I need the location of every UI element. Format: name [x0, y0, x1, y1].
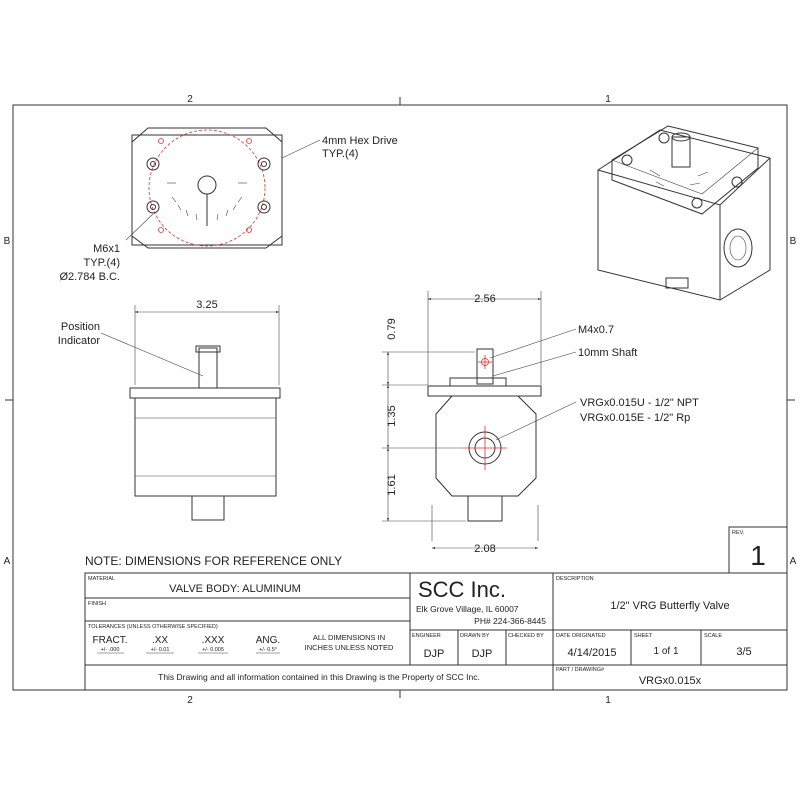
rev-value: 1	[750, 540, 766, 571]
material-label: MATERIAL	[88, 576, 115, 582]
zone-bottom-1: 1	[605, 695, 611, 706]
dim-width-side-top: 2.56	[474, 293, 495, 305]
callout-position-line2: Indicator	[58, 335, 101, 347]
drawn-by-label: DRAWN BY	[460, 633, 490, 639]
zone-top-1: 1	[605, 94, 611, 105]
company-name: SCC Inc.	[418, 577, 506, 602]
description-value: 1/2" VRG Butterfly Valve	[610, 600, 729, 612]
dim-height-mid: 1.35	[386, 405, 398, 426]
tol-fract-header: FRACT.	[93, 635, 128, 646]
top-view: 4mm Hex Drive TYP.(4) M6x1 TYP.(4) Ø2.78…	[59, 127, 398, 283]
sheet-value: 1 of 1	[653, 646, 678, 657]
callout-m4: M4x0.7	[578, 324, 614, 336]
drawn-by-value: DJP	[472, 648, 493, 660]
position-scale-marks	[167, 182, 247, 221]
tol-ang-value: +/- 0.5°	[259, 647, 277, 653]
all-dims-line1: ALL DIMENSIONS IN	[313, 633, 385, 642]
callout-vrg-e: VRGx0.015E - 1/2" Rp	[580, 412, 690, 424]
sheet-label: SHEET	[634, 633, 653, 639]
property-note: This Drawing and all information contain…	[158, 672, 480, 682]
zone-labels: 2 1 2 1 B A B A	[4, 94, 797, 706]
part-label: PART / DRAWING#	[556, 667, 605, 673]
rev-label: REV.	[732, 530, 745, 536]
mounting-holes	[146, 138, 271, 233]
date-value: 4/14/2015	[568, 647, 617, 659]
zone-left-b: B	[4, 236, 11, 247]
callout-m6-line1: M6x1	[93, 243, 120, 255]
zone-top-2: 2	[187, 94, 193, 105]
tol-ang-header: ANG.	[256, 635, 280, 646]
tol-fract-value: +/- .000	[101, 647, 120, 653]
dim-height-low: 1.61	[386, 474, 398, 495]
dim-width-front: 3.25	[196, 299, 217, 311]
front-view: 3.25 Position Indicator	[58, 299, 281, 521]
side-view: 2.56 2.08 0.79 1.35 1.61 M4x0.7 10mm Sha…	[382, 291, 699, 555]
title-block: REV. 1 MATERIAL VALVE BODY: ALUMINUM FIN…	[84, 526, 788, 691]
dim-height-shaft: 0.79	[386, 318, 398, 339]
callout-position-line1: Position	[61, 321, 100, 333]
engineer-value: DJP	[424, 648, 445, 660]
engineer-label: ENGINEER	[412, 633, 441, 639]
description-label: DESCRIPTION	[556, 576, 594, 582]
tol-xx-header: .XX	[152, 635, 168, 646]
callout-hex-drive-line1: 4mm Hex Drive	[322, 135, 398, 147]
tol-xxx-value: +/- 0.005	[202, 647, 224, 653]
tol-xx-value: +/- 0.01	[151, 647, 170, 653]
part-value: VRGx0.015x	[639, 675, 702, 687]
material-value: VALVE BODY: ALUMINUM	[169, 583, 301, 595]
scale-label: SCALE	[704, 633, 722, 639]
zone-right-a: A	[790, 556, 797, 567]
callout-m6-line3: Ø2.784 B.C.	[59, 271, 120, 283]
tol-xxx-header: .XXX	[202, 635, 225, 646]
zone-left-a: A	[4, 556, 11, 567]
isometric-view	[597, 125, 771, 301]
date-label: DATE ORIGINATED	[556, 633, 606, 639]
callout-shaft: 10mm Shaft	[578, 347, 637, 359]
dim-width-side-bottom: 2.08	[474, 543, 495, 555]
company-phone: PH# 224-366-8445	[474, 616, 546, 626]
company-address: Elk Grove Village, IL 60007	[416, 604, 519, 614]
callout-vrg-u: VRGx0.015U - 1/2" NPT	[580, 397, 699, 409]
callout-m6-line2: TYP.(4)	[84, 257, 120, 269]
callout-hex-drive-line2: TYP.(4)	[322, 148, 358, 160]
all-dims-line2: INCHES UNLESS NOTED	[305, 643, 394, 652]
zone-right-b: B	[790, 236, 797, 247]
tolerances-label: TOLERANCES (UNLESS OTHERWISE SPECIFIED)	[88, 624, 218, 630]
zone-bottom-2: 2	[187, 695, 193, 706]
finish-label: FINISH	[88, 601, 106, 607]
scale-value: 3/5	[736, 646, 751, 658]
reference-note: NOTE: DIMENSIONS FOR REFERENCE ONLY	[85, 554, 342, 568]
checked-by-label: CHECKED BY	[508, 633, 544, 639]
